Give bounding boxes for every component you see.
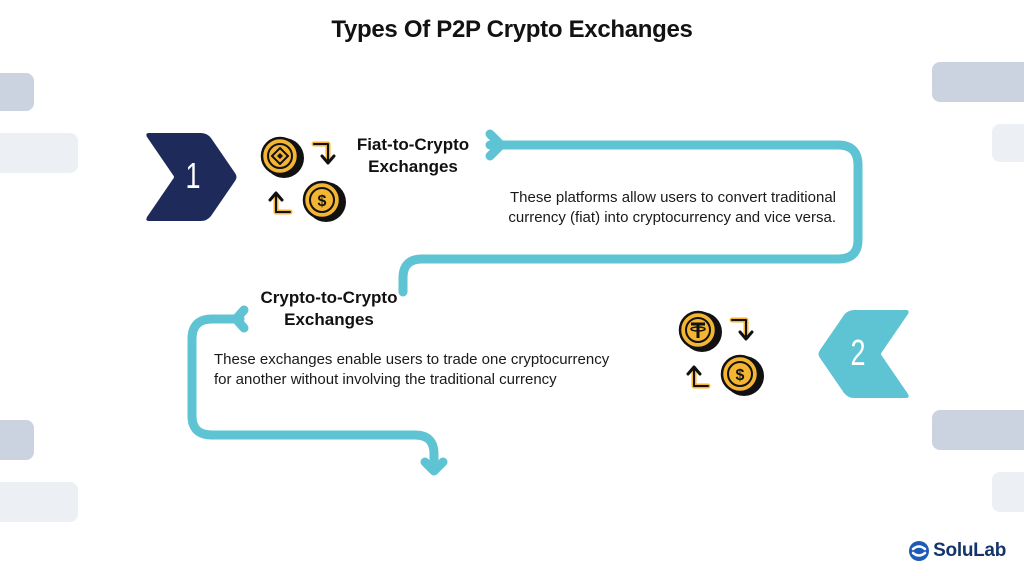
solulab-logo-icon	[909, 541, 930, 561]
step-1-heading-line1: Fiat-to-Crypto	[356, 135, 470, 154]
dollar-coin-icon: $	[720, 354, 764, 396]
decor-bar-left-top-light	[0, 133, 78, 173]
flow-path-lower	[187, 314, 439, 468]
step-1-coins: $	[256, 134, 352, 226]
binance-coin-icon	[260, 136, 304, 178]
step-2-number: 2	[850, 332, 866, 373]
decor-bar-left-bottom-light	[0, 482, 78, 522]
step-1-desc-line2: currency (fiat) into cryptocurrency and …	[508, 209, 836, 226]
decor-bar-right-bottom-light	[992, 472, 1024, 512]
step-2-description: These exchanges enable users to trade on…	[214, 350, 684, 390]
exchange-arrows-icon	[268, 141, 336, 215]
step-1-number: 1	[185, 155, 201, 196]
flow-mid-arrowhead	[231, 305, 249, 333]
decor-bar-left-bottom	[0, 420, 34, 460]
page-title: Types Of P2P Crypto Exchanges	[331, 16, 693, 43]
decor-bar-right-top	[932, 62, 1024, 102]
step-2-desc-line2: for another without involving the tradit…	[214, 371, 557, 388]
step-2-coins: $	[674, 308, 770, 400]
flow-start-arrowhead	[485, 129, 506, 161]
flow-end-arrowhead	[420, 457, 448, 476]
step-1-heading-line2: Exchanges	[368, 157, 458, 176]
brand-logo: SoluLab	[908, 540, 1006, 562]
step-2-heading-line2: Exchanges	[284, 310, 374, 329]
flow-path	[398, 140, 863, 297]
tether-coin-icon	[678, 310, 722, 352]
dollar-coin-icon: $	[302, 180, 346, 222]
step-2-heading: Crypto-to-Crypto Exchanges	[244, 287, 414, 331]
decor-bar-right-top-light	[992, 124, 1024, 162]
exchange-arrows-icon	[686, 317, 754, 389]
svg-text:$: $	[736, 367, 745, 384]
step-2-desc-line1: These exchanges enable users to trade on…	[214, 351, 610, 368]
step-2-heading-line1: Crypto-to-Crypto	[260, 288, 398, 307]
step-2-badge: 2	[818, 310, 910, 398]
svg-text:$: $	[318, 193, 327, 210]
brand-name: SoluLab	[933, 540, 1006, 561]
step-1-badge: 1	[145, 133, 237, 221]
decor-bar-left-top	[0, 73, 34, 111]
step-1-desc-line1: These platforms allow users to convert t…	[510, 189, 836, 206]
decor-bar-right-bottom	[932, 410, 1024, 450]
step-1-heading: Fiat-to-Crypto Exchanges	[340, 134, 486, 178]
step-1-description: These platforms allow users to convert t…	[440, 188, 836, 228]
